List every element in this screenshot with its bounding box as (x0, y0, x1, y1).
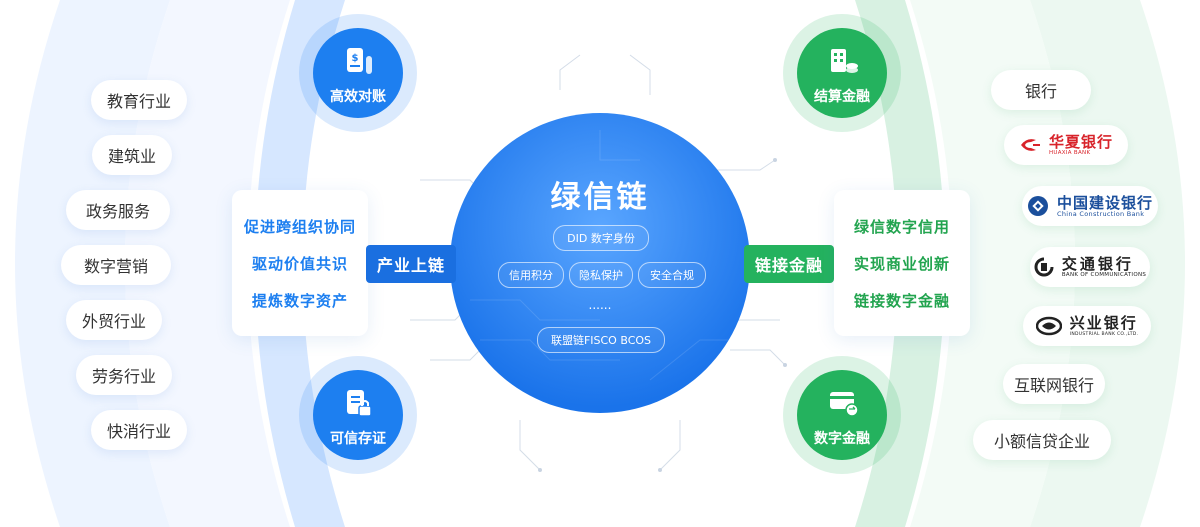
ccb-logo-icon (1027, 196, 1048, 216)
card-line: 提炼数字资产 (251, 291, 348, 310)
card-line: 促进跨组织协同 (243, 217, 356, 236)
node-reconciliation[interactable]: $ 高效对账 (313, 28, 403, 118)
institution-bocom[interactable]: 交通银行 BANK OF COMMUNICATIONS (1030, 247, 1150, 287)
industry-item[interactable]: 教育行业 (91, 80, 187, 120)
card-line: 链接数字金融 (853, 291, 950, 310)
core-ellipsis: ...... (588, 298, 612, 312)
industry-item[interactable]: 劳务行业 (76, 355, 172, 395)
chip-did: DID 数字身份 (553, 225, 649, 251)
node-digital-finance[interactable]: 数字金融 (797, 370, 887, 460)
industry-item[interactable]: 建筑业 (92, 135, 172, 175)
chip-fisco: 联盟链FISCO BCOS (537, 327, 665, 353)
chip-compliance: 安全合规 (638, 262, 706, 288)
ccb-logo: 中国建设银行 China Construction Bank (1027, 195, 1153, 218)
card-line: 驱动价值共识 (251, 254, 348, 273)
institution-micro-lender[interactable]: 小额信贷企业 (973, 420, 1111, 460)
svg-text:$: $ (352, 53, 359, 64)
industry-onchain-tag: 产业上链 (366, 245, 456, 283)
huaxia-bank-logo: 华夏银行 HUAXIA BANK (1019, 134, 1113, 157)
node-label: 可信存证 (330, 431, 386, 447)
huaxia-name: 华夏银行 (1048, 132, 1113, 151)
bocom-logo-icon (1034, 257, 1054, 277)
node-settlement[interactable]: 结算金融 (797, 28, 887, 118)
document-lock-icon (347, 390, 372, 417)
building-coin-icon (831, 49, 858, 73)
industry-item[interactable]: 快消行业 (91, 410, 187, 450)
card-exchange-icon (830, 392, 859, 417)
institution-internet-bank[interactable]: 互联网银行 (1003, 364, 1105, 404)
institution-cib[interactable]: 兴业银行 INDUSTRIAL BANK CO.,LTD. (1023, 306, 1151, 346)
bocom-name: 交通银行 (1061, 254, 1134, 273)
finance-value-card: 绿信数字信用 实现商业创新 链接数字金融 (834, 190, 970, 336)
cib-logo: 兴业银行 INDUSTRIAL BANK CO.,LTD. (1035, 313, 1139, 338)
finance-link-tag: 链接金融 (744, 245, 834, 283)
cib-logo-icon (1035, 316, 1062, 336)
card-line: 实现商业创新 (853, 254, 950, 273)
industry-item[interactable]: 政务服务 (66, 190, 170, 230)
industry-item[interactable]: 外贸行业 (66, 300, 162, 340)
cib-name: 兴业银行 (1069, 313, 1138, 332)
bill-dollar-icon: $ (347, 48, 372, 74)
chip-privacy: 隐私保护 (569, 262, 633, 288)
chip-credit: 信用积分 (498, 262, 564, 288)
industry-item[interactable]: 数字营销 (61, 245, 171, 285)
node-evidence[interactable]: 可信存证 (313, 370, 403, 460)
institution-ccb[interactable]: 中国建设银行 China Construction Bank (1022, 186, 1158, 226)
node-label: 高效对账 (330, 89, 386, 105)
ccb-name-en: China Construction Bank (1056, 209, 1145, 218)
institution-huaxia-bank[interactable]: 华夏银行 HUAXIA BANK (1004, 125, 1128, 165)
huaxia-logo-icon (1020, 139, 1040, 151)
industry-value-card: 促进跨组织协同 驱动价值共识 提炼数字资产 (232, 190, 368, 336)
cib-name-en: INDUSTRIAL BANK CO.,LTD. (1069, 331, 1139, 337)
bocom-name-en: BANK OF COMMUNICATIONS (1061, 271, 1147, 278)
huaxia-name-en: HUAXIA BANK (1048, 149, 1091, 156)
core-title: 绿信链 (550, 180, 650, 215)
node-label: 数字金融 (814, 431, 870, 447)
card-line: 绿信数字信用 (853, 217, 950, 236)
bocom-logo: 交通银行 BANK OF COMMUNICATIONS (1034, 256, 1146, 279)
ccb-name: 中国建设银行 (1056, 193, 1153, 212)
node-label: 结算金融 (814, 89, 870, 105)
institution-bank[interactable]: 银行 (991, 70, 1091, 110)
